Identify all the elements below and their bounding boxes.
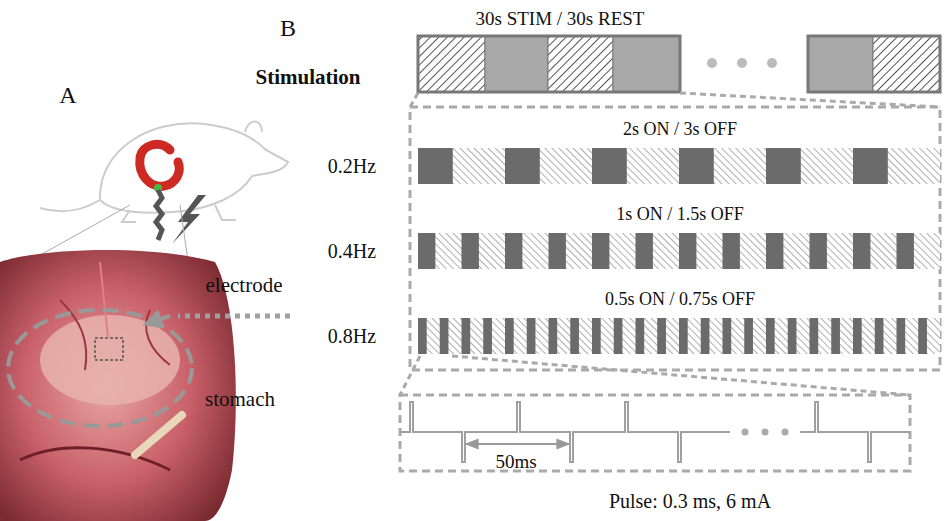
frequency-label: 0.4Hz <box>328 240 376 262</box>
on-block <box>679 233 696 269</box>
surgery-photo <box>0 250 236 521</box>
timeline-block <box>418 36 485 92</box>
on-block <box>918 318 927 354</box>
on-block <box>810 318 819 354</box>
panel-letter: A <box>59 82 76 108</box>
on-block <box>766 318 775 354</box>
on-block <box>505 318 514 354</box>
on-block <box>810 233 827 269</box>
duty-cycle-label: 0.5s ON / 0.75s OFF <box>605 290 755 310</box>
on-block <box>418 148 453 184</box>
cycle-title: 30s STIM / 30s REST <box>476 9 645 30</box>
on-block <box>592 148 627 184</box>
duty-cycle-label: 1s ON / 1.5s OFF <box>616 205 744 225</box>
pulse-train-row <box>418 233 940 269</box>
on-block <box>462 233 479 269</box>
on-block <box>505 148 540 184</box>
electrode-wire <box>156 190 162 240</box>
zoom-line <box>400 356 420 395</box>
on-block <box>766 233 783 269</box>
frequency-label: 0.8Hz <box>328 325 376 347</box>
stomach-icon <box>140 144 179 186</box>
on-block <box>766 148 801 184</box>
pointer-line <box>178 314 290 319</box>
zoom-line <box>452 356 910 395</box>
on-block <box>853 318 862 354</box>
on-block <box>418 318 427 354</box>
on-block <box>679 148 714 184</box>
on-block <box>875 318 884 354</box>
timeline-block <box>548 36 613 92</box>
on-block <box>462 318 471 354</box>
timeline-block <box>873 36 940 92</box>
row-heading: Stimulation <box>255 66 360 89</box>
zoom-box <box>410 107 940 370</box>
on-block <box>679 318 688 354</box>
stim-rest-bar <box>418 36 940 92</box>
off-hatch <box>418 233 940 269</box>
bar-frame <box>418 36 680 92</box>
on-block <box>723 233 740 269</box>
on-block <box>440 318 449 354</box>
on-block <box>897 233 914 269</box>
pulse-parameters: Pulse: 0.3 ms, 6 mA <box>609 490 771 512</box>
timeline-block <box>808 36 873 92</box>
on-block <box>636 233 653 269</box>
on-block <box>570 318 579 354</box>
interval-label: 50ms <box>495 452 536 473</box>
pulse-train-row <box>418 148 940 184</box>
ellipsis-dots <box>707 58 777 68</box>
on-block <box>897 318 906 354</box>
on-block <box>592 318 601 354</box>
on-block <box>636 318 645 354</box>
zoom-line <box>680 93 940 107</box>
on-block <box>657 318 666 354</box>
pulse-waveform <box>400 402 910 462</box>
on-block <box>592 233 609 269</box>
ellipsis-dots <box>742 429 789 436</box>
off-hatch <box>418 148 940 184</box>
on-block <box>418 233 435 269</box>
part-label: electrode <box>206 274 283 297</box>
on-block <box>788 318 797 354</box>
duty-cycle-label: 2s ON / 3s OFF <box>623 120 737 140</box>
on-block <box>549 318 558 354</box>
bar-frame <box>808 36 940 92</box>
on-block <box>549 233 566 269</box>
zoom-box <box>400 395 910 471</box>
frequency-label: 0.2Hz <box>328 155 376 177</box>
rat-outline <box>40 122 288 223</box>
stomach-outline <box>8 310 192 426</box>
panel-letter: B <box>280 15 296 41</box>
on-block <box>723 318 732 354</box>
on-block <box>483 318 492 354</box>
on-block <box>505 233 522 269</box>
frequency-rows <box>418 148 940 354</box>
pointer-arrow <box>152 316 170 322</box>
lightning-symbol <box>172 195 206 244</box>
timeline-block <box>485 36 548 92</box>
off-hatch <box>418 318 940 354</box>
on-block <box>853 148 888 184</box>
timeline-block <box>613 36 680 92</box>
on-block <box>701 318 710 354</box>
on-block <box>614 318 623 354</box>
on-block <box>744 318 753 354</box>
on-block <box>831 318 840 354</box>
on-block <box>853 233 870 269</box>
pulse-train-row <box>418 318 940 354</box>
on-block <box>527 318 536 354</box>
part-label: stomach <box>205 388 275 411</box>
zoom-line <box>410 93 418 107</box>
interval-arrow <box>466 443 569 445</box>
